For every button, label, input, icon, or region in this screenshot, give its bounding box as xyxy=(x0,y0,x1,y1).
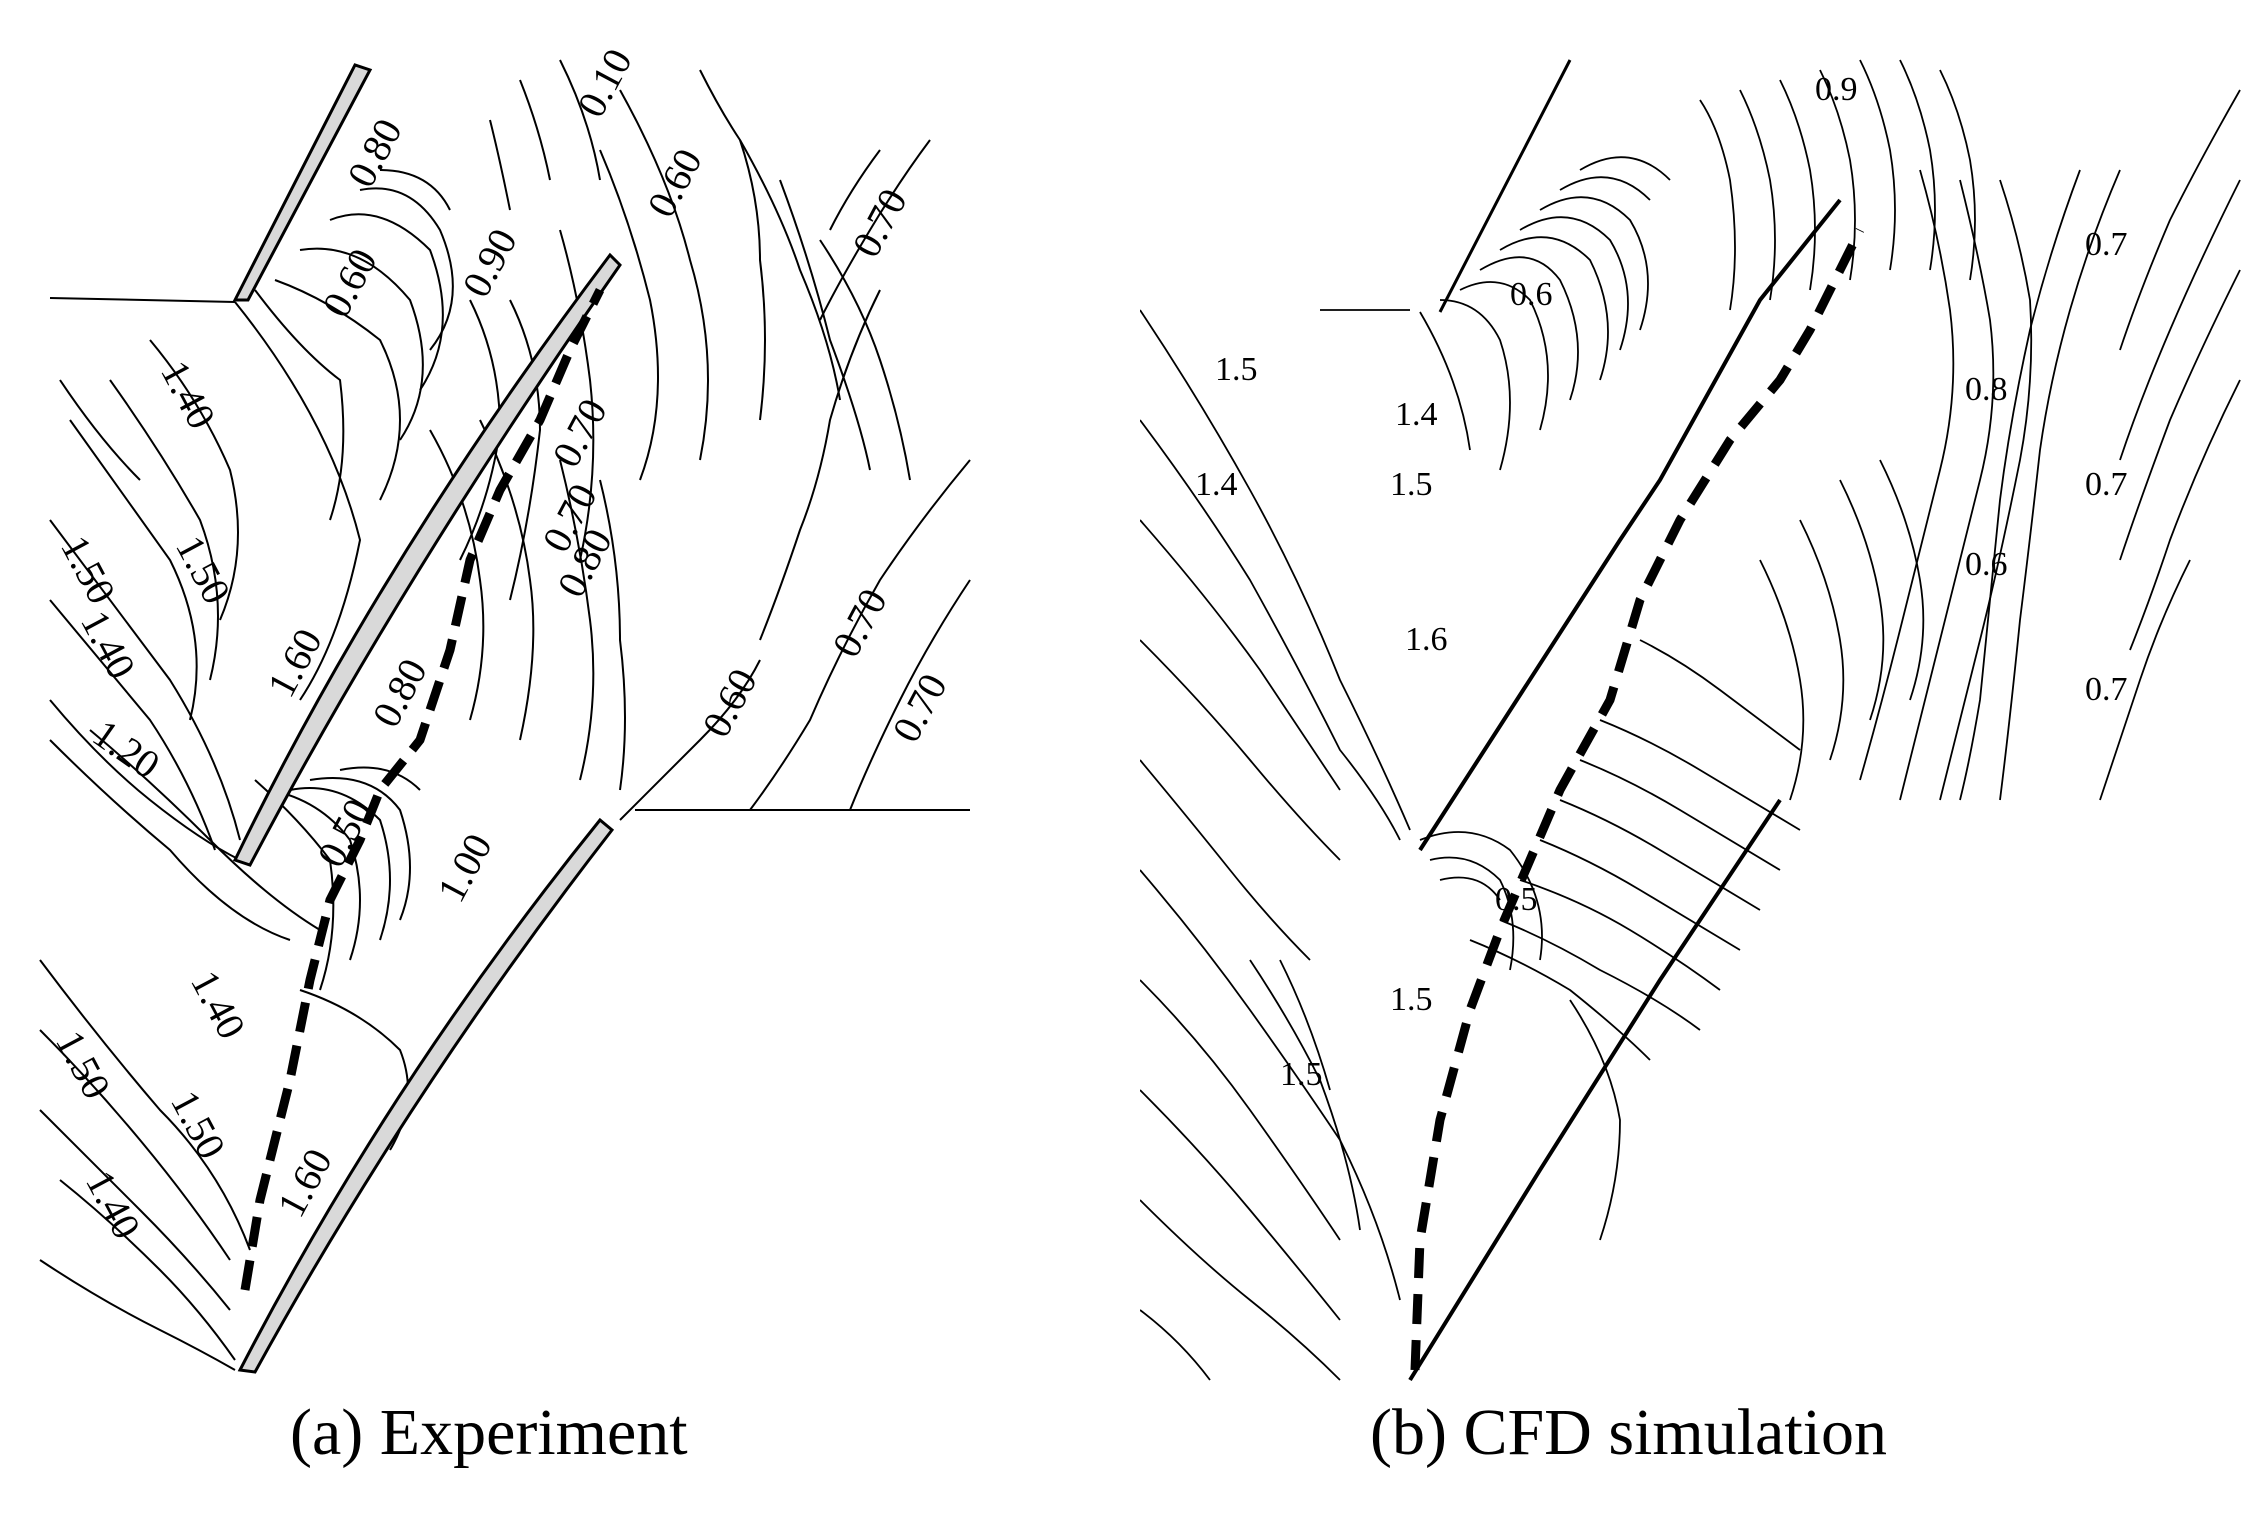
contour-label: 1.20 xyxy=(85,711,168,788)
experiment-contour-plot: 0.80 0.10 0.60 0.60 0.90 0.70 1.40 0.70 … xyxy=(39,41,971,1374)
experiment-panel: 0.80 0.10 0.60 0.60 0.90 0.70 1.40 0.70 … xyxy=(0,0,1000,1400)
contour-label: 1.40 xyxy=(152,353,225,436)
contour-label: 1.4 xyxy=(1195,466,1238,503)
contour-label: 1.50 xyxy=(47,1023,120,1106)
contour-label: 1.40 xyxy=(77,1163,150,1246)
cfd-contour-lines xyxy=(1140,59,2241,1381)
contour-label: 0.8 xyxy=(1965,371,2008,408)
lower-blade-outline xyxy=(1408,798,1782,1382)
experiment-shock-dashed-line xyxy=(240,287,605,1291)
cfd-blade-outlines xyxy=(1408,59,1842,1382)
contour-label: 0.7 xyxy=(2085,226,2128,263)
contour-label: 1.40 xyxy=(182,963,255,1046)
cfd-contour-labels: 0.9 0.7 0.6 1.5 1.4 0.8 1.4 1.5 0.7 0.6 … xyxy=(1195,71,2128,1093)
contour-label: 1.5 xyxy=(1280,1056,1323,1093)
cfd-caption: (b) CFD simulation xyxy=(1370,1396,1888,1469)
contour-label: 0.6 xyxy=(1965,546,2008,583)
contour-label: 0.70 xyxy=(543,391,616,474)
contour-label: 1.5 xyxy=(1215,351,1258,388)
contour-label: 0.7 xyxy=(2085,466,2128,503)
contour-label: 1.50 xyxy=(52,528,125,611)
contour-label: 0.70 xyxy=(823,581,896,664)
contour-label: 0.60 xyxy=(638,141,711,224)
contour-label: 1.6 xyxy=(1405,621,1448,658)
contour-label: 0.80 xyxy=(338,111,411,194)
contour-label: 0.60 xyxy=(313,241,386,324)
contour-label: 1.50 xyxy=(162,1083,235,1166)
middle-blade-outline xyxy=(1418,198,1842,852)
contour-label: 1.4 xyxy=(1395,396,1438,433)
contour-label: 0.80 xyxy=(363,651,436,734)
middle-blade-shape xyxy=(232,252,622,867)
contour-label: 0.6 xyxy=(1510,276,1553,313)
contour-label: 1.5 xyxy=(1390,466,1433,503)
contour-label: 0.60 xyxy=(693,661,766,744)
cfd-panel: 0.9 0.7 0.6 1.5 1.4 0.8 1.4 1.5 0.7 0.6 … xyxy=(1140,0,2245,1400)
experiment-caption: (a) Experiment xyxy=(290,1396,688,1469)
contour-label: 0.10 xyxy=(568,41,641,124)
contour-label: 0.5 xyxy=(1495,881,1538,918)
upper-blade-shape xyxy=(232,63,373,302)
contour-label: 0.70 xyxy=(843,181,916,264)
contour-label: 1.00 xyxy=(428,826,501,909)
contour-label: 0.70 xyxy=(883,666,956,749)
contour-label: 1.5 xyxy=(1390,981,1433,1018)
lower-blade-shape xyxy=(237,817,615,1374)
experiment-blades xyxy=(232,63,622,1374)
experiment-contour-labels: 0.80 0.10 0.60 0.60 0.90 0.70 1.40 0.70 … xyxy=(47,41,956,1246)
cfd-shock-dashed-line xyxy=(1410,227,1865,1371)
contour-label: 0.7 xyxy=(2085,671,2128,708)
upper-blade-outline xyxy=(1438,59,1572,313)
contour-label: 1.60 xyxy=(258,621,331,704)
contour-label: 1.40 xyxy=(72,603,145,686)
experiment-contour-lines xyxy=(39,59,971,1371)
contour-label: 0.90 xyxy=(453,221,526,304)
contour-label: 0.9 xyxy=(1815,71,1858,108)
cfd-contour-plot: 0.9 0.7 0.6 1.5 1.4 0.8 1.4 1.5 0.7 0.6 … xyxy=(1140,59,2241,1382)
